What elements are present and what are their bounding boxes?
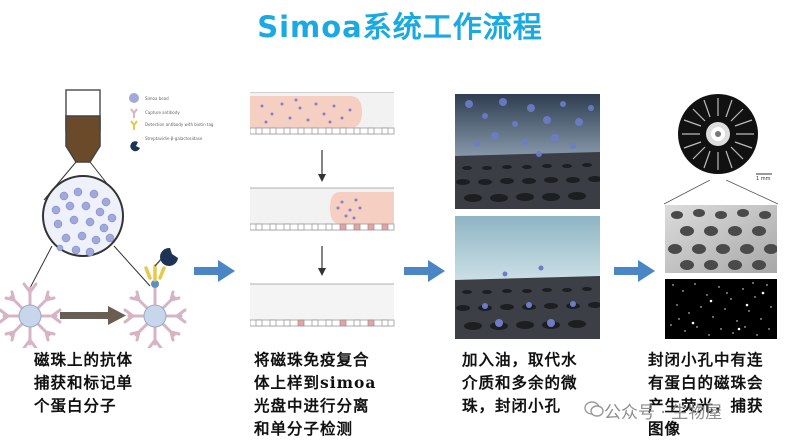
loading-stage-3 xyxy=(250,284,394,326)
step-3-caption: 加入油，取代水 介质和多余的微 珠，封闭小孔 xyxy=(462,348,578,417)
step-2-caption-line: 光盘中进行分离 xyxy=(254,394,376,417)
legend-enzyme-icon xyxy=(130,141,140,151)
zoom-lines xyxy=(660,180,782,206)
antibody-coated-bead-left xyxy=(0,284,60,348)
watermark: 公众号 · 生物屋 xyxy=(604,398,722,423)
step-1-caption-line: 捕获和标记单 xyxy=(34,371,133,394)
legend-label-enzyme: Streptavidin-β-galactosidase xyxy=(145,136,202,141)
page-title: Simoa系统工作流程 xyxy=(0,4,800,46)
tube-sample-liquid xyxy=(66,116,100,162)
step-2-caption: 将磁珠免疫复合 体上样到simoa 光盘中进行分离 和单分子检测 xyxy=(254,348,376,440)
capture-arrow xyxy=(60,306,126,325)
oil-displacement-image-top xyxy=(455,94,600,209)
bead-capture-illustration xyxy=(0,88,200,348)
flow-arrow-1 xyxy=(194,260,236,282)
step-3-caption-line: 加入油，取代水 xyxy=(462,348,578,371)
step-2-caption-line: 将磁珠免疫复合 xyxy=(254,348,376,371)
step-2-caption-line: 体上样到simoa xyxy=(254,371,376,394)
loading-stage-1 xyxy=(250,92,394,134)
simoa-disc-image xyxy=(660,88,782,188)
step-1-caption-line: 个蛋白分子 xyxy=(34,394,133,417)
legend-capture-antibody-icon xyxy=(131,109,137,118)
step-4-caption: 封闭小孔中有连 有蛋白的磁珠会 产生荧光，捕获 图像 xyxy=(648,348,764,440)
disc-loading-illustration xyxy=(250,92,396,332)
flow-arrow-2 xyxy=(404,260,446,282)
step-1-caption-line: 磁珠上的抗体 xyxy=(34,348,133,371)
fluorescence-image xyxy=(665,279,777,339)
wechat-icon xyxy=(584,400,604,418)
legend-label-detection-antibody: Detection antibody with biotin tag xyxy=(145,122,213,127)
step-4-caption-line: 封闭小孔中有连 xyxy=(648,348,764,371)
legend-label-bead: Simoa bead xyxy=(145,96,169,101)
oil-sealed-wells-image-bottom xyxy=(455,216,600,339)
legend-bead-icon xyxy=(129,93,139,103)
step-4-caption-line: 有蛋白的磁珠会 xyxy=(648,371,764,394)
flow-arrow-3 xyxy=(614,260,656,282)
step-3-caption-line: 珠，封闭小孔 xyxy=(462,394,578,417)
step-2-caption-line: 和单分子检测 xyxy=(254,417,376,440)
legend-detection-antibody-icon xyxy=(131,121,137,130)
loading-stage-2 xyxy=(250,188,394,230)
step-3-caption-line: 介质和多余的微 xyxy=(462,371,578,394)
component-legend xyxy=(128,92,142,154)
legend-label-capture-antibody: Capture antibody xyxy=(145,110,180,115)
microwell-sem-image xyxy=(665,205,777,273)
step-1-caption: 磁珠上的抗体 捕获和标记单 个蛋白分子 xyxy=(34,348,133,417)
